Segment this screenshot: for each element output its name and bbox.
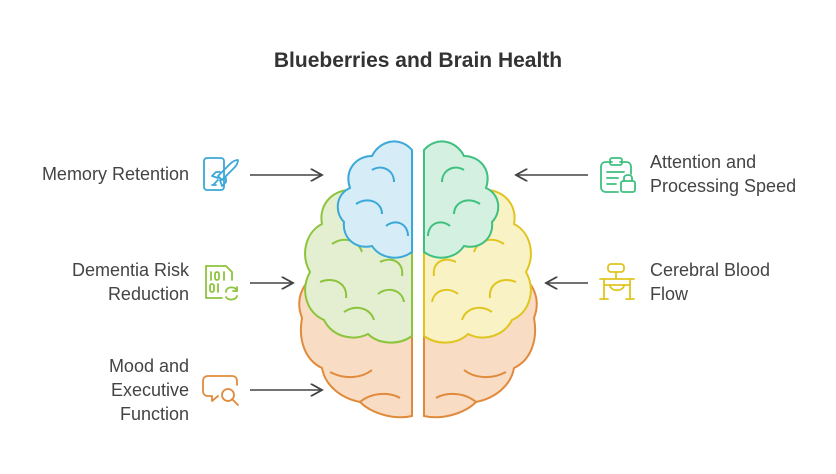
left-orange-fold bbox=[329, 369, 401, 403]
left-hemisphere-blue-lobe bbox=[336, 140, 413, 259]
label-line: Memory Retention bbox=[41, 164, 189, 184]
right-green-fold bbox=[427, 166, 481, 237]
right-hemisphere-green-lobe bbox=[423, 140, 500, 259]
label-line: Attention and bbox=[650, 152, 757, 172]
label-line: Processing Speed bbox=[650, 176, 797, 196]
label-mood-executive-function: Mood and Executive Function bbox=[109, 354, 189, 426]
label-line: Flow bbox=[650, 284, 689, 304]
label-memory-retention: Memory Retention bbox=[42, 162, 189, 186]
label-line: Mood and bbox=[108, 356, 189, 376]
diagram-title: Blueberries and Brain Health bbox=[273, 49, 563, 72]
binary-data-icon bbox=[205, 265, 238, 301]
label-attention-processing-speed: Attention and Processing Speed bbox=[650, 150, 796, 198]
left-blue-fold bbox=[355, 166, 409, 237]
chat-search-icon bbox=[202, 375, 239, 406]
label-cerebral-blood-flow: Cerebral Blood Flow bbox=[650, 258, 770, 306]
desk-lamp-icon bbox=[599, 263, 635, 300]
label-line: Executive bbox=[110, 380, 189, 400]
label-dementia-risk-reduction: Dementia Risk Reduction bbox=[72, 258, 189, 306]
phone-rocket-icon bbox=[203, 157, 239, 191]
label-line: Cerebral Blood bbox=[650, 260, 771, 280]
label-line: Reduction bbox=[107, 284, 189, 304]
label-line: Dementia Risk bbox=[71, 260, 189, 280]
label-line: Function bbox=[119, 404, 189, 424]
right-orange-fold bbox=[435, 369, 507, 403]
clipboard-lock-icon bbox=[600, 157, 636, 193]
